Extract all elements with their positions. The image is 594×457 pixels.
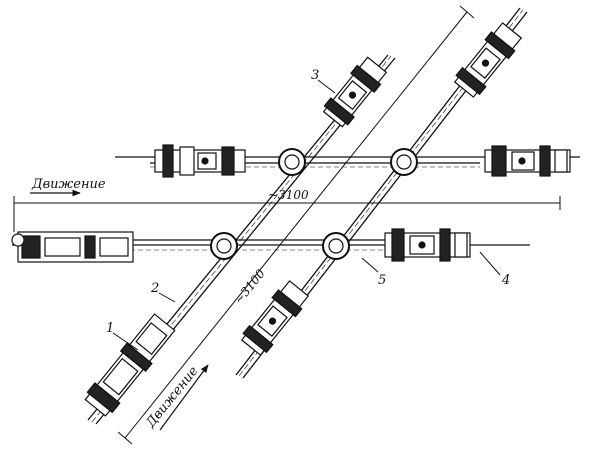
dimension-horizontal	[13, 196, 561, 232]
carriage-diag-a-top	[322, 56, 388, 128]
hub-upper-left	[278, 148, 306, 176]
motion-arrows	[30, 189, 209, 431]
callout-1: 1	[106, 321, 114, 336]
hub-lower-right	[322, 232, 350, 260]
dim-label-diagonal: ~3100	[231, 266, 268, 307]
dimension-diagonal	[117, 5, 475, 445]
motion-label-diagonal: Движение	[143, 364, 202, 432]
crossing-hubs	[210, 148, 418, 260]
motion-arrow-diagonal	[159, 364, 209, 431]
carriage-diag-a-bottom	[84, 313, 176, 417]
carriage-lower-right	[384, 228, 471, 262]
carriage-upper-left	[154, 144, 246, 178]
carriage-diag-b-top	[453, 22, 523, 98]
hub-upper-right	[390, 148, 418, 176]
motion-label-horizontal: Движение	[31, 177, 106, 192]
carriage-diag-b-bottom	[240, 280, 310, 356]
carriage-upper-right	[484, 145, 571, 177]
callout-3: 3	[311, 68, 319, 83]
hub-lower-left	[210, 232, 238, 260]
callout-2: 2	[150, 281, 159, 296]
callout-leaders	[112, 79, 501, 351]
callout-5: 5	[378, 273, 386, 288]
dim-label-horizontal: ~3100	[268, 188, 309, 202]
carriage-lower-left	[11, 231, 134, 263]
callout-4: 4	[501, 273, 510, 288]
